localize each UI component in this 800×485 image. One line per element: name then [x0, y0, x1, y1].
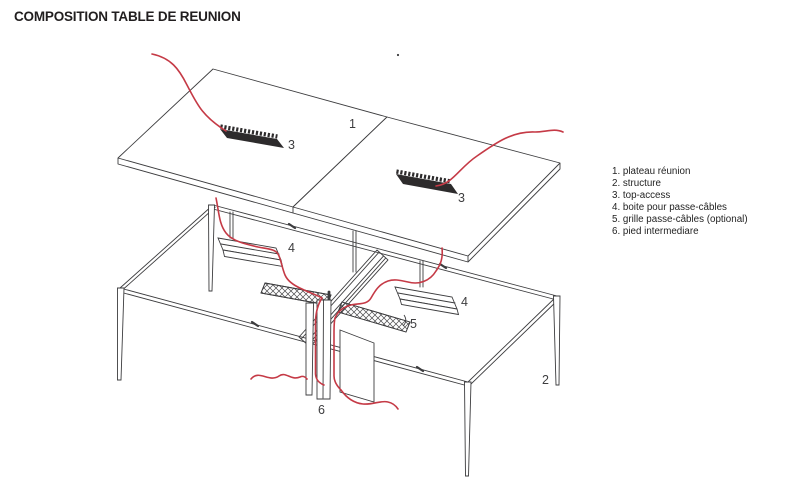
- callout-2: 2: [542, 373, 549, 387]
- leg-back-left: [208, 204, 215, 292]
- cable-box-left: [217, 237, 284, 268]
- top-access-right-strip: [396, 174, 458, 194]
- legend-item-boite: 4. boite pour passe-câbles: [612, 201, 727, 213]
- top-access-left-strip: [220, 129, 284, 148]
- callout-5: 5: [410, 317, 417, 331]
- intermediate-leg-panel: [339, 329, 375, 403]
- cable-top-left: [151, 53, 227, 132]
- parts-legend: 1. plateau réunion 2. structure 3. top-a…: [612, 166, 748, 237]
- callout-6: 6: [318, 403, 325, 417]
- cable-box-right-inner: [397, 292, 456, 304]
- callout-5-leader: [402, 314, 407, 327]
- legend-item-plateau: 1. plateau réunion: [612, 166, 691, 177]
- page-title: COMPOSITION TABLE DE REUNION: [14, 9, 241, 24]
- top-access-strips: [220, 129, 458, 194]
- box-hanger-left: [229, 211, 234, 239]
- cable-floor-left: [250, 373, 308, 380]
- cable-top-right: [435, 129, 564, 187]
- corner-legs: [117, 204, 561, 477]
- cable-box-left-inner: [220, 243, 280, 255]
- rail-mount-marks: [250, 222, 448, 373]
- leg-back-right: [553, 295, 561, 386]
- callout-3-right: 3: [458, 191, 465, 205]
- legend-item-structure: 2. structure: [612, 177, 662, 189]
- central-beam: [298, 249, 389, 348]
- leg-front-left: [117, 287, 125, 381]
- frame-back-rail: [212, 204, 558, 301]
- top-access-left-teeth: [220, 124, 278, 139]
- frame-left-rail: [119, 204, 216, 291]
- stray-dot: [396, 53, 400, 57]
- callout-4-right: 4: [461, 295, 468, 309]
- callout-3-left: 3: [288, 138, 295, 152]
- legend-item-grille: 5. grille passe-câbles (optional): [612, 213, 748, 225]
- cables: [151, 53, 564, 410]
- cable-box-right-front: [399, 298, 460, 316]
- callout-1: 1: [349, 117, 356, 131]
- frame-structure: [117, 204, 561, 477]
- frame-right-rail: [467, 295, 560, 385]
- beam-back-post: [352, 230, 357, 273]
- intermediate-leg-plate-b-edge: [322, 299, 324, 399]
- leg-front-right: [464, 381, 472, 477]
- top-access-teeth: [220, 124, 452, 184]
- grille-right-mesh: [337, 301, 411, 333]
- cable-mid-right: [333, 247, 444, 410]
- cable-box-right: [394, 286, 460, 316]
- frame-front-rail: [119, 287, 469, 387]
- intermediate-leg: [305, 299, 375, 403]
- cable-grille-right: [337, 301, 411, 333]
- top-access-right-teeth: [396, 169, 452, 184]
- grille-left-rims: [260, 282, 332, 306]
- cable-mid-left: [215, 197, 325, 386]
- callouts: 1 3 3 4 4 5 2 6: [288, 117, 549, 417]
- table-top-thickness: [117, 158, 561, 263]
- grille-right-rims: [337, 301, 411, 333]
- legend-item-pied: 6. pied intermediare: [612, 225, 699, 237]
- intermediate-leg-plate-a: [305, 302, 314, 396]
- intermediate-leg-plate-b: [316, 299, 332, 400]
- callout-4-left: 4: [288, 241, 295, 255]
- legend-item-top-access: 3. top-access: [612, 189, 671, 201]
